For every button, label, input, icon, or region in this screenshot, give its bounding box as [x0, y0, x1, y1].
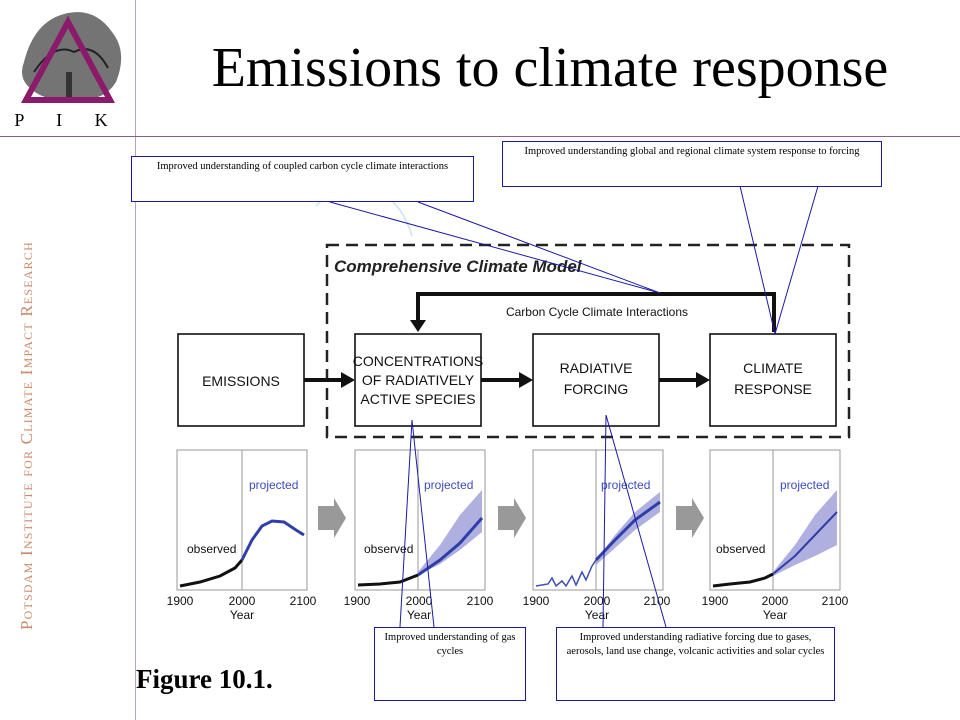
axis-label-year: Year — [763, 608, 787, 622]
box-concentrations-label-3: ACTIVE SPECIES — [360, 391, 475, 407]
box-climate-label-2: RESPONSE — [734, 381, 812, 397]
projected-series — [594, 500, 661, 562]
tick-2100: 2100 — [644, 594, 671, 608]
panel-concentrations: observed projected — [354, 449, 486, 591]
box-emissions-label: EMISSIONS — [202, 373, 280, 389]
logo-letters: P I K — [14, 110, 121, 130]
panel-projected-label: projected — [780, 478, 829, 492]
panel-projected-label: projected — [424, 478, 473, 492]
panel-projected-label: projected — [249, 478, 298, 492]
flow-arrowhead-3 — [696, 372, 710, 388]
tick-1900: 1900 — [523, 594, 550, 608]
flow-arrowhead-1 — [341, 372, 355, 388]
axis-label-year: Year — [230, 608, 254, 622]
page-title: Emissions to climate response — [211, 37, 889, 99]
horizontal-divider — [0, 136, 960, 137]
tick-1900: 1900 — [167, 594, 194, 608]
panel-2-axis: 1900 2000 2100 Year — [344, 594, 494, 622]
box-concentrations-label-2: OF RADIATIVELY — [362, 372, 475, 388]
panel-observed-label: observed — [187, 542, 236, 556]
box-emissions: EMISSIONS — [177, 333, 305, 427]
projected-series — [772, 511, 838, 575]
feedback-arrow — [416, 292, 776, 332]
projection-band — [418, 490, 482, 575]
projected-series — [240, 519, 305, 561]
panel-observed-label: observed — [364, 542, 413, 556]
grey-arrow-3 — [676, 498, 704, 538]
projected-series — [417, 517, 484, 577]
tick-2000: 2000 — [406, 594, 433, 608]
tick-2100: 2100 — [467, 594, 494, 608]
pik-logo: P I K — [14, 12, 122, 130]
axis-label-year: Year — [407, 608, 431, 622]
observed-series — [535, 559, 597, 588]
vertical-divider — [135, 0, 136, 720]
box-radiative-label-2: FORCING — [564, 381, 629, 397]
callout-radiative-forcing: Improved understanding radiative forcing… — [556, 627, 835, 701]
observed-series — [712, 572, 774, 588]
callout-connectors — [329, 185, 819, 628]
model-label: Comprehensive Climate Model — [334, 257, 583, 276]
tick-2000: 2000 — [762, 594, 789, 608]
flow-arrowhead-2 — [519, 372, 533, 388]
panel-radiative-forcing: projected — [532, 449, 664, 591]
tick-2000: 2000 — [229, 594, 256, 608]
axis-label-year: Year — [585, 608, 609, 622]
panel-emissions: observed projected — [176, 449, 308, 591]
observed-series — [357, 573, 419, 587]
panel-observed-label: observed — [716, 542, 765, 556]
panel-1-axis: 1900 2000 2100 Year — [167, 594, 317, 622]
figure-label: Figure 10.1. — [136, 664, 273, 694]
box-climate-response: CLIMATE RESPONSE — [709, 333, 837, 427]
callout-carbon-cycle: Improved understanding of coupled carbon… — [131, 156, 474, 202]
box-concentrations-label-1: CONCENTRATIONS — [353, 353, 483, 369]
grey-arrow-2 — [498, 498, 526, 538]
tick-2000: 2000 — [584, 594, 611, 608]
tick-2100: 2100 — [822, 594, 849, 608]
model-dashed-frame — [325, 243, 851, 439]
feedback-arrowhead — [410, 320, 426, 332]
box-radiative-forcing: RADIATIVE FORCING — [532, 333, 660, 427]
box-concentrations: CONCENTRATIONS OF RADIATIVELY ACTIVE SPE… — [353, 333, 483, 427]
grey-arrow-1 — [318, 498, 346, 538]
panel-3-axis: 1900 2000 2100 Year — [523, 594, 671, 622]
callout-gas-cycles: Improved understanding of gas cycles — [374, 627, 526, 701]
panel-4-axis: 1900 2000 2100 Year — [702, 594, 849, 622]
box-climate-label-1: CLIMATE — [743, 360, 803, 376]
panel-climate-response: observed projected — [709, 449, 841, 591]
tick-2100: 2100 — [290, 594, 317, 608]
callout-climate-response: Improved understanding global and region… — [502, 141, 882, 187]
feedback-label: Carbon Cycle Climate Interactions — [506, 305, 688, 319]
tick-1900: 1900 — [344, 594, 371, 608]
tick-1900: 1900 — [702, 594, 729, 608]
observed-series — [179, 559, 244, 588]
box-radiative-label-1: RADIATIVE — [560, 360, 633, 376]
projection-band — [773, 490, 837, 576]
logo-triangle — [20, 15, 116, 103]
